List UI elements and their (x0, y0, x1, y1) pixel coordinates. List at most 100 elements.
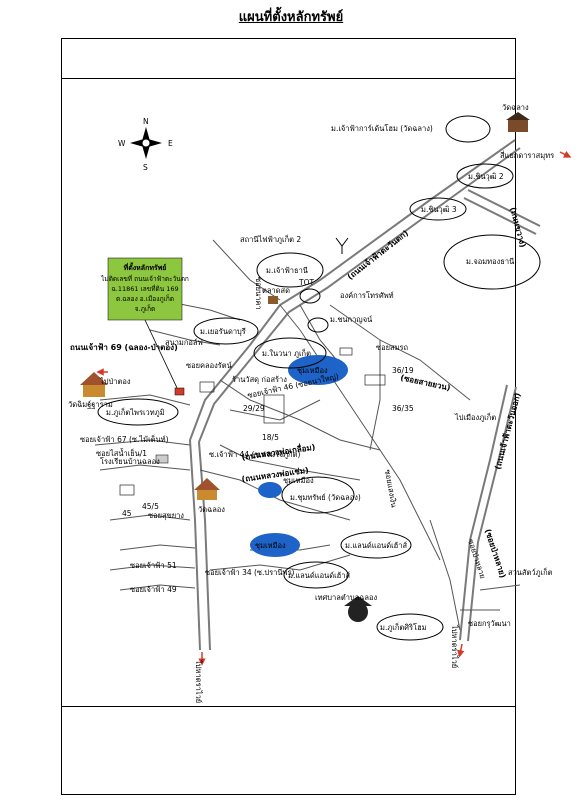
school-icon (155, 454, 169, 464)
label-chinpruek2: ม.ชินวุฒิ 2 (468, 172, 504, 181)
label-lake-2: ชุมเหมือง (283, 476, 314, 485)
road-khwang (463, 189, 541, 235)
label-house-29: 29/29 (243, 404, 265, 413)
label-chaofa-49: ซอยเจ้าฟ้า 49 (130, 585, 177, 594)
label-road-chaofa-69: ถนนเจ้าฟ้า 69 (ฉลอง-ป่าตอง) (70, 342, 178, 352)
label-wat-kosit: วัดฉิมฐ์ฐาราม (68, 400, 113, 409)
ellipse-chinpruek3 (409, 197, 467, 221)
temple-icon-wat-chalong (194, 478, 220, 500)
label-chinpruek3: ม.ชินวุฒิ 3 (421, 205, 457, 214)
compass-s: S (143, 163, 148, 172)
property-line-2: ไม่ติดเลขที่ ถนนเจ้าฟ้าตะวันตก (100, 274, 189, 283)
label-intersection: สี่แยกดาราสมุทร (500, 150, 555, 160)
ellipse-chinpruek2 (456, 163, 514, 189)
label-house-45: 45 (122, 509, 132, 518)
label-power-station: สถานีไฟฟ้าภูเก็ต 2 (240, 234, 301, 244)
property-marker (174, 387, 185, 396)
lake-1 (288, 355, 348, 385)
market-icon (268, 296, 278, 304)
label-soi-saiyuan: (ซอยสายยวน) (400, 373, 452, 392)
power-station-icon (335, 237, 349, 254)
ellipse-chomthong (443, 234, 541, 290)
label-chaofa-67: ซอยเจ้าฟ้า 67 (ซ.ไม้เต็นท์) (80, 434, 169, 444)
frame-top-divider (61, 78, 516, 79)
label-to-rawai-left: ไปหาดราไวย์ (194, 659, 203, 703)
label-nawawan: ม.ในวนา ภูเก็ต (262, 348, 311, 358)
label-chaofa-34: ซอยเจ้าฟ้า 34 (ซ.ปรานีพร) (205, 568, 294, 577)
label-house-18: 18/5 (262, 433, 279, 442)
compass-e: E (168, 139, 173, 148)
lake-2 (258, 482, 282, 498)
garuda-emblem-icon (344, 596, 372, 622)
property-location-box (107, 257, 183, 321)
temple-icon-wat-kosit (80, 372, 108, 397)
label-soi-palai-bypass: ซอยป่าหลาย (466, 538, 487, 580)
label-school: โรงเรียนบ้านฉลอง (100, 457, 160, 466)
ellipse-tot (299, 288, 321, 304)
label-soi-somrak: ซอยสมรถ (376, 343, 408, 352)
label-wat-chalong: วัดฉลอง (198, 505, 225, 514)
arrow-south-right (457, 643, 465, 658)
label-market: ตลาดสด (262, 286, 290, 295)
label-lake-3: ชุมเหมือง (255, 541, 286, 550)
label-house-36-35: 36/35 (392, 404, 414, 413)
frame-bottom-divider (61, 706, 516, 707)
label-chaofa-garden: ม.เจ้าฟ้าการ์เด้นโฮม (วัดฉลาง) (331, 124, 433, 133)
arrow-east (559, 150, 572, 158)
label-municipality: เทศบาลตำบลฉลอง (315, 593, 377, 602)
compass-w: W (118, 139, 126, 148)
road-chaofa-east (459, 384, 517, 642)
ellipse-eurasian (193, 317, 259, 345)
ellipse-land1 (340, 531, 412, 559)
ellipse-chaofa-thani (256, 252, 324, 288)
label-chaofa-51: ซอยเจ้าฟ้า 51 (130, 561, 177, 570)
label-house-45-5: 45/5 (142, 502, 159, 511)
label-tot-org: องค์การโทรศัพท์ (340, 291, 394, 300)
label-chanok: ม.ชนกาญจน์ (330, 315, 372, 324)
building-group-icon (119, 347, 386, 496)
label-soi-kha-yen: ซอยไสน้ำเย็น/1 (96, 448, 147, 458)
ellipse-phukhet-sap (281, 476, 355, 514)
label-chomthong: ม.จอมทองธานี (466, 257, 514, 266)
label-land-2: ม.แลนด์แอนด์เฮ้าส์ (288, 571, 350, 580)
ellipse-phuket-phrompat (97, 398, 179, 426)
label-tot: TOT (298, 278, 314, 287)
ellipse-chaofa-garden (445, 115, 491, 143)
label-house-36-19: 36/19 (392, 366, 414, 375)
compass-n: N (143, 117, 149, 126)
label-soi-klongrat: ซอยคลองรัตน์ (186, 361, 232, 370)
label-chaofa-44: ซ.เจ้าฟ้า 44 (ซ.ร่วมใจภูกิต) (209, 450, 300, 459)
label-to-rawai-right: ไปหาดราไวย์ (450, 624, 459, 668)
label-lake-1: ชุมเหมือง (297, 366, 328, 375)
compass-rose: N S W E (118, 117, 173, 172)
label-chaofa-thani: ม.เจ้าฟ้าธานี (266, 266, 308, 275)
label-phukhet-sap: ม.ชุมทรัพย์ (วัดฉลอง) (290, 493, 361, 502)
label-land-1: ม.แลนด์แอนด์เฮ้าส์ (345, 541, 407, 550)
label-soi-kruwatthana: ซอยกรุวัฒนา (468, 619, 511, 628)
label-shop: ร้านวัสดุ ก่อสร้าง (232, 375, 287, 384)
label-phuket-phrompat: ม.ภูเก็ตไพรเวทภูมิ (106, 407, 165, 417)
label-sriyom: ม.ภูเก็ตศิริโฮม (380, 622, 427, 632)
label-wat-chalong-top: วัดฉลาง (502, 103, 529, 112)
ellipse-land2 (283, 561, 349, 589)
property-line-1: ที่ตั้งหลักทรัพย์ (123, 261, 166, 272)
temple-icon (506, 112, 530, 132)
ellipse-sriyom (376, 613, 444, 641)
ellipse-nawawan (253, 337, 327, 369)
ellipse-chanok (307, 317, 329, 333)
label-golf: สนามกอล์ฟ (165, 338, 203, 347)
label-to-patong: ไปป่าตอง (99, 377, 131, 386)
label-zoo: สวนสัตว์ภูเก็ต (508, 567, 553, 577)
label-soi-suksomyang: ซอยสุขยาง (148, 511, 184, 520)
label-eurasian: ม.เยอรันดาบุรี (200, 327, 246, 336)
property-line-4: ต.ฉลอง อ.เมืองภูเก็ต (116, 294, 174, 303)
map-title: แผนที่ตั้งหลักทรัพย์ (238, 10, 344, 25)
property-line-3: ฉ.11861 เลขที่ดิน 169 (111, 284, 178, 293)
label-road-palai: (ซอยป่าหลาย) (483, 528, 507, 579)
label-to-chalong: ไปเมืองภูเก็ต (454, 412, 496, 422)
map-frame (61, 38, 516, 795)
property-line-5: จ.ภูเก็ต (135, 304, 156, 313)
lake-3 (250, 533, 300, 557)
label-soi-naka: ซอยนาคา (254, 277, 263, 310)
